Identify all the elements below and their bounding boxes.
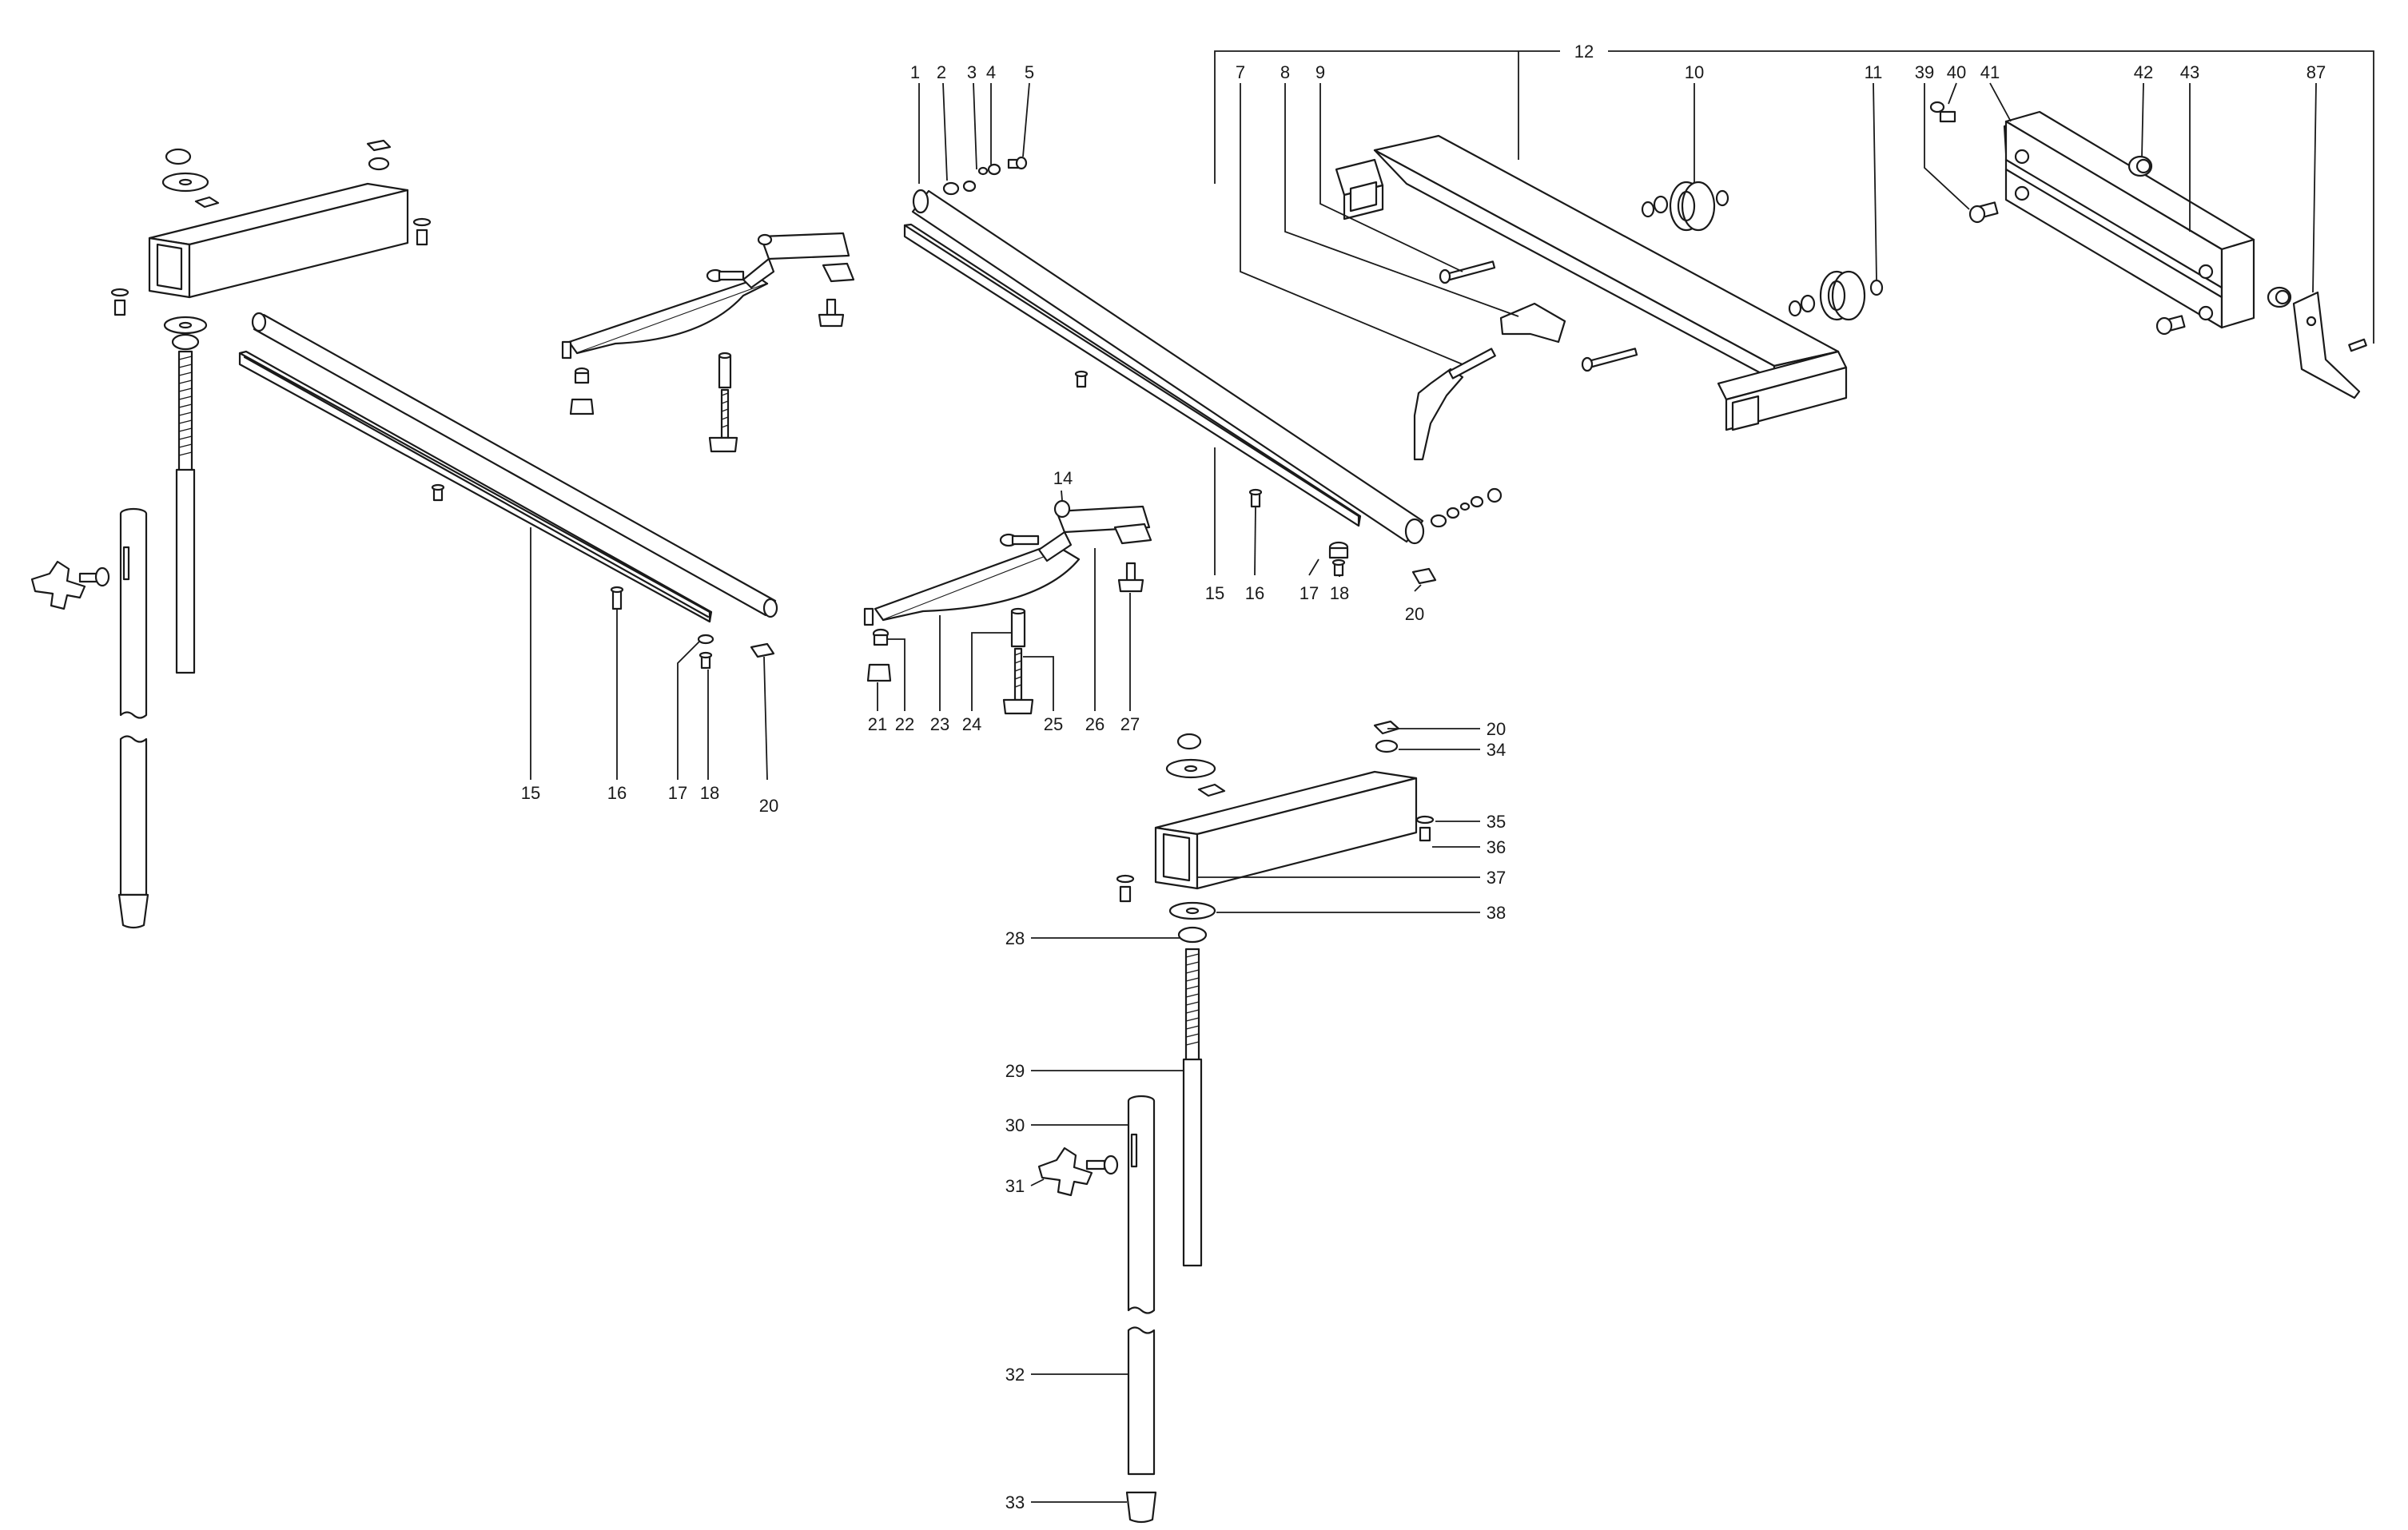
- callout-7: 7: [1236, 62, 1245, 82]
- callout-32: 32: [1005, 1365, 1025, 1385]
- callout-18-center: 18: [1330, 583, 1349, 603]
- callout-40: 40: [1947, 62, 1966, 82]
- left-rail-clip: [750, 642, 775, 658]
- callout-1: 1: [910, 62, 920, 82]
- callout-10: 10: [1685, 62, 1704, 82]
- left-leg-assembly: [30, 139, 432, 929]
- left-rail-nut: [697, 634, 714, 645]
- callout-26: 26: [1085, 714, 1104, 734]
- callout-17-left: 17: [668, 783, 687, 803]
- callout-23: 23: [930, 714, 949, 734]
- callout-16-center: 16: [1245, 583, 1264, 603]
- callout-30: 30: [1005, 1115, 1025, 1135]
- leader-lines: [530, 50, 2374, 1503]
- callout-4: 4: [986, 62, 996, 82]
- left-threaded-rod: [175, 350, 196, 674]
- left-bracket-arm: [561, 232, 855, 360]
- callout-18-left: 18: [700, 783, 719, 803]
- right-fence-assembly: [1929, 101, 2367, 399]
- callout-36: 36: [1487, 837, 1506, 857]
- callout-28: 28: [1005, 928, 1025, 948]
- callout-21: 21: [868, 714, 887, 734]
- callout-38: 38: [1487, 903, 1506, 923]
- callout-42: 42: [2134, 62, 2153, 82]
- callout-20-left: 20: [759, 796, 778, 816]
- callout-24: 24: [962, 714, 981, 734]
- callout-15-left: 15: [521, 783, 540, 803]
- left-channel-rail: [238, 350, 713, 623]
- left-upper-box: [148, 182, 409, 299]
- callout-41: 41: [1980, 62, 2000, 82]
- callout-27: 27: [1120, 714, 1140, 734]
- callout-12: 12: [1574, 42, 1594, 62]
- callout-33: 33: [1005, 1492, 1025, 1512]
- callout-3: 3: [967, 62, 977, 82]
- callout-9: 9: [1315, 62, 1325, 82]
- callout-34: 34: [1487, 740, 1506, 760]
- callout-29: 29: [1005, 1061, 1025, 1081]
- callout-25: 25: [1044, 714, 1063, 734]
- callout-11: 11: [1865, 62, 1883, 82]
- callout-43: 43: [2180, 62, 2199, 82]
- left-top-hardware: [110, 139, 432, 351]
- part-14: [1053, 499, 1071, 519]
- tube-end-fasteners: [1430, 487, 1503, 528]
- callout-labels: 1 2 3 4 5 7 8 9 10 11 12 39 40 41 42 43 …: [521, 42, 2326, 1512]
- callout-15-center: 15: [1205, 583, 1224, 603]
- left-outer-tube: [117, 507, 149, 929]
- top-fasteners: [942, 156, 1028, 196]
- center-bracket-assembly: [863, 499, 1152, 715]
- left-tube-rail: [251, 312, 778, 618]
- callout-20-center: 20: [1405, 604, 1424, 624]
- callout-17-center: 17: [1300, 583, 1319, 603]
- center-tube-assembly: [903, 156, 1503, 585]
- callout-31: 31: [1005, 1176, 1025, 1196]
- left-bracket-hardware: [569, 298, 845, 453]
- callout-39: 39: [1915, 62, 1934, 82]
- callout-14: 14: [1053, 468, 1073, 488]
- callout-87: 87: [2307, 62, 2326, 82]
- left-rail-assembly: [238, 232, 855, 670]
- callout-37: 37: [1487, 868, 1506, 888]
- callout-35: 35: [1487, 812, 1506, 832]
- center-leg-assembly: [1037, 720, 1435, 1524]
- left-rail-screw-2: [611, 590, 623, 610]
- right-extension-table: [1335, 134, 1884, 461]
- left-star-knob: [30, 560, 110, 610]
- callout-2: 2: [937, 62, 946, 82]
- callout-20-leg: 20: [1487, 719, 1506, 739]
- callout-22: 22: [895, 714, 914, 734]
- callout-5: 5: [1025, 62, 1034, 82]
- callout-16-left: 16: [607, 783, 627, 803]
- callout-8: 8: [1280, 62, 1290, 82]
